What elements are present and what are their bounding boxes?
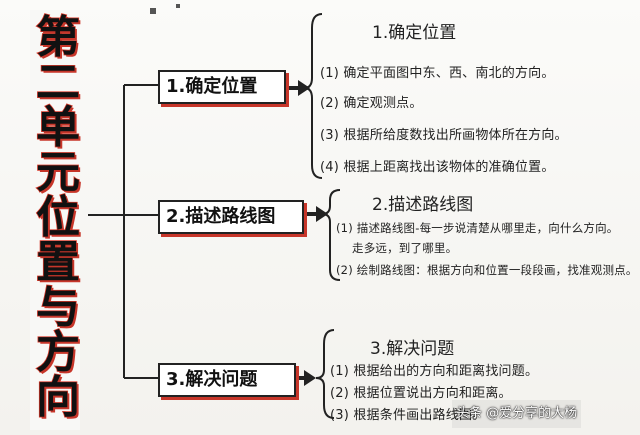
branch-box-describe-route: 2.描述路线图 — [158, 200, 304, 234]
branch-2-item: (2) 绘制路线图：根据方向和位置一段段画，找准观测点。 — [336, 263, 638, 277]
branch-2-item: 走多远，到了哪里。 — [352, 241, 458, 255]
title-char: 方 — [35, 327, 81, 378]
branch-3-item: (3) 根据条件画出路线图。 — [330, 408, 486, 423]
branch-heading-1: 1.确定位置 — [372, 23, 457, 43]
title-char: 二 — [35, 57, 81, 108]
branch-1-item: (1) 确定平面图中东、西、南北的方向。 — [320, 66, 555, 81]
branch-box-solve-problems: 3.解决问题 — [158, 363, 296, 397]
branch-heading-2: 2.描述路线图 — [372, 195, 474, 215]
ink-dot — [176, 4, 180, 8]
branch-box-determine-position: 1.确定位置 — [158, 70, 286, 104]
title-char: 第 — [35, 12, 81, 63]
branch-1-item: (2) 确定观测点。 — [320, 96, 423, 111]
branch-1-item: (3) 根据所给度数找出所画物体所在方向。 — [320, 128, 568, 143]
unit-title: 第 二 单 元 位 置 与 方 向 — [30, 10, 81, 430]
title-char: 与 — [35, 282, 81, 333]
title-char: 元 — [35, 147, 81, 198]
branch-3-item: (2) 根据位置说出方向和距离。 — [330, 386, 512, 401]
branch-2-item: (1) 描述路线图-每一步说清楚从哪里走，向什么方向。 — [336, 221, 619, 235]
ink-dot — [150, 8, 156, 14]
title-char: 置 — [35, 237, 81, 288]
title-char: 位 — [35, 192, 81, 243]
branch-1-item: (4) 根据上距离找出该物体的准确位置。 — [320, 160, 555, 175]
title-char: 单 — [35, 102, 81, 153]
watermark: 头条 @爱分享的大杨 — [452, 400, 582, 428]
title-char: 向 — [35, 372, 81, 423]
branch-heading-3: 3.解决问题 — [370, 339, 455, 359]
branch-3-item: (1) 根据给出的方向和距离找问题。 — [330, 364, 539, 379]
